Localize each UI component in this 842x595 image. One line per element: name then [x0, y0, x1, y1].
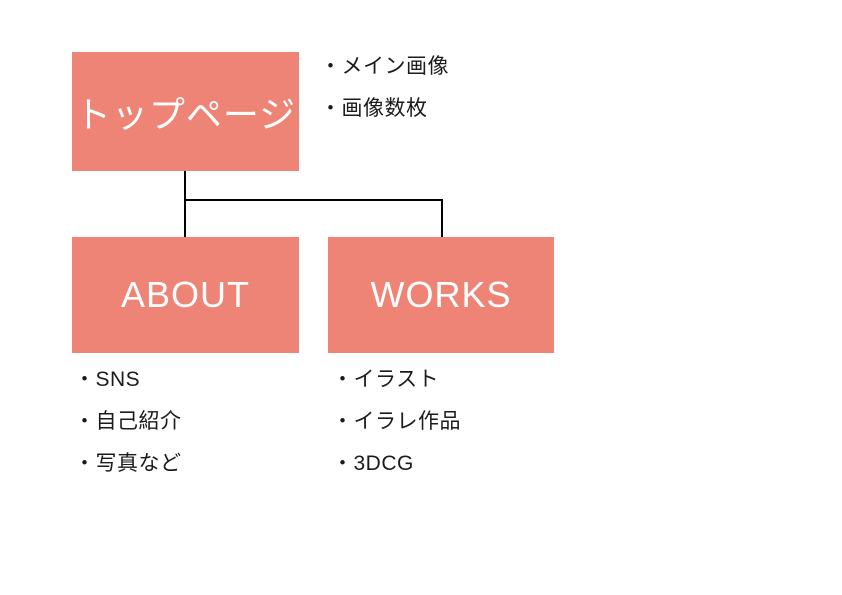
- note-item: ・自己紹介: [74, 410, 182, 433]
- note-item: ・イラスト: [332, 368, 440, 391]
- node-about: ABOUT: [72, 237, 299, 353]
- connector-horizontal: [184, 199, 443, 201]
- about-notes: ・SNS ・自己紹介 ・写真など: [74, 357, 182, 483]
- note-item: ・3DCG: [332, 452, 414, 475]
- note-item: ・SNS: [74, 368, 141, 391]
- note-item: ・画像数枚: [320, 97, 428, 120]
- note-item: ・写真など: [74, 452, 182, 475]
- node-works: WORKS: [328, 237, 554, 353]
- works-notes: ・イラスト ・イラレ作品 ・3DCG: [332, 357, 461, 483]
- note-item: ・イラレ作品: [332, 410, 461, 433]
- node-top-page-label: トップページ: [74, 93, 297, 135]
- note-item: ・メイン画像: [320, 55, 449, 78]
- node-works-label: WORKS: [370, 274, 512, 315]
- connector-root-vertical: [184, 171, 186, 237]
- top-page-notes: ・メイン画像 ・画像数枚: [320, 44, 449, 128]
- node-about-label: ABOUT: [120, 274, 250, 315]
- node-top-page: トップページ: [72, 52, 299, 171]
- connector-works-vertical: [441, 199, 443, 237]
